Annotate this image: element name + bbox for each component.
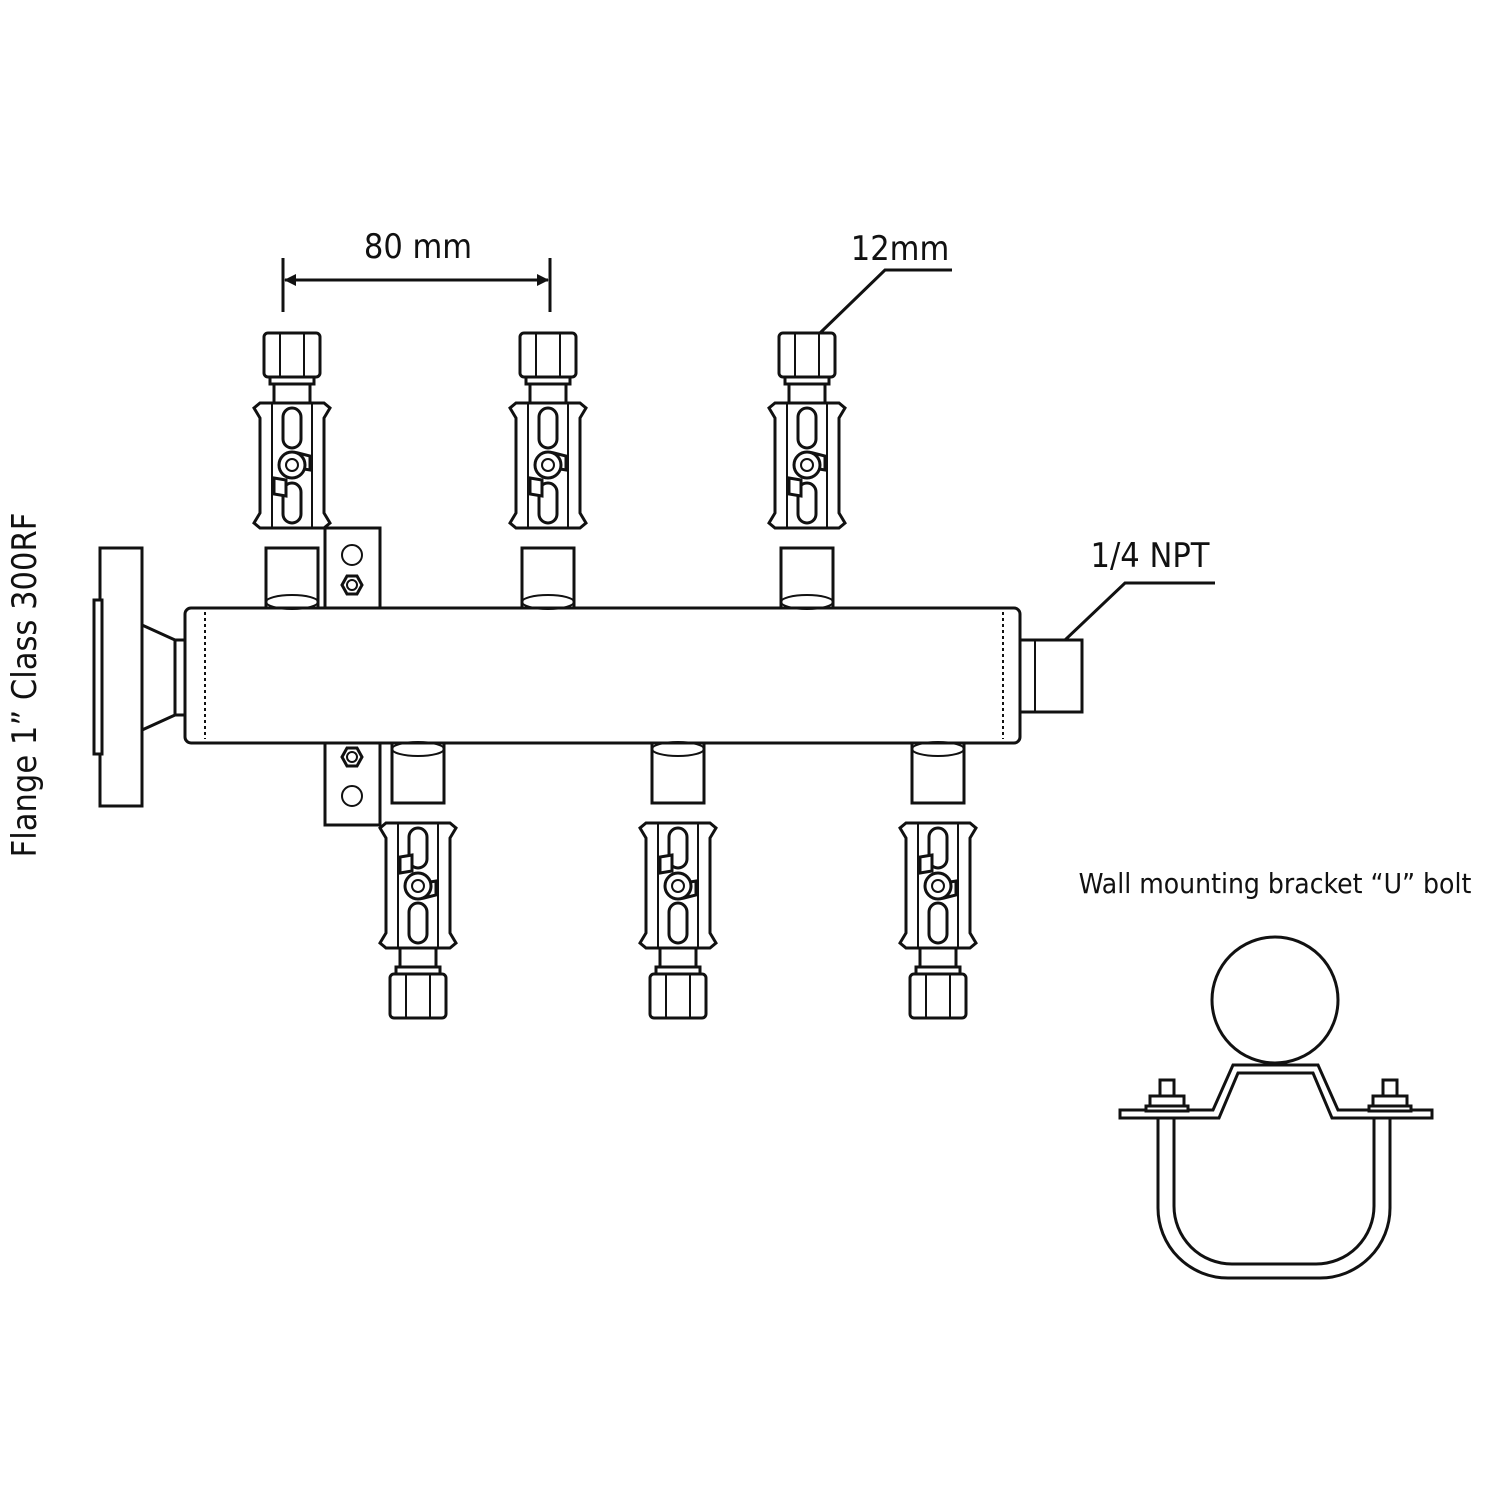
pipe-section	[1210, 935, 1340, 1065]
valve-bottom-2	[638, 740, 718, 1020]
flange	[92, 546, 191, 808]
tube-size-label: 12mm	[851, 229, 950, 269]
valve-top-1	[252, 331, 332, 611]
spacing-label: 80 mm	[364, 227, 472, 267]
spacing-dimension: 80 mm	[281, 227, 552, 312]
tube-size-leader: 12mm	[818, 229, 952, 335]
valve-top-3	[767, 331, 847, 611]
header-bracket-top	[323, 526, 382, 610]
npt-label: 1/4 NPT	[1091, 536, 1210, 576]
bracket-label: Wall mounting bracket “U” bolt	[1079, 867, 1472, 900]
header-pipe	[183, 606, 1022, 745]
header-bracket-bottom	[323, 741, 382, 827]
valve-bottom-1	[378, 740, 458, 1020]
valve-bottom-3	[898, 740, 978, 1020]
npt-fitting	[1018, 638, 1084, 714]
u-bolt-detail: Wall mounting bracket “U” bolt	[1079, 867, 1472, 1280]
flange-label: Flange 1” Class 300RF	[5, 513, 45, 858]
valve-top-2	[508, 331, 588, 611]
npt-leader: 1/4 NPT	[1063, 536, 1215, 642]
